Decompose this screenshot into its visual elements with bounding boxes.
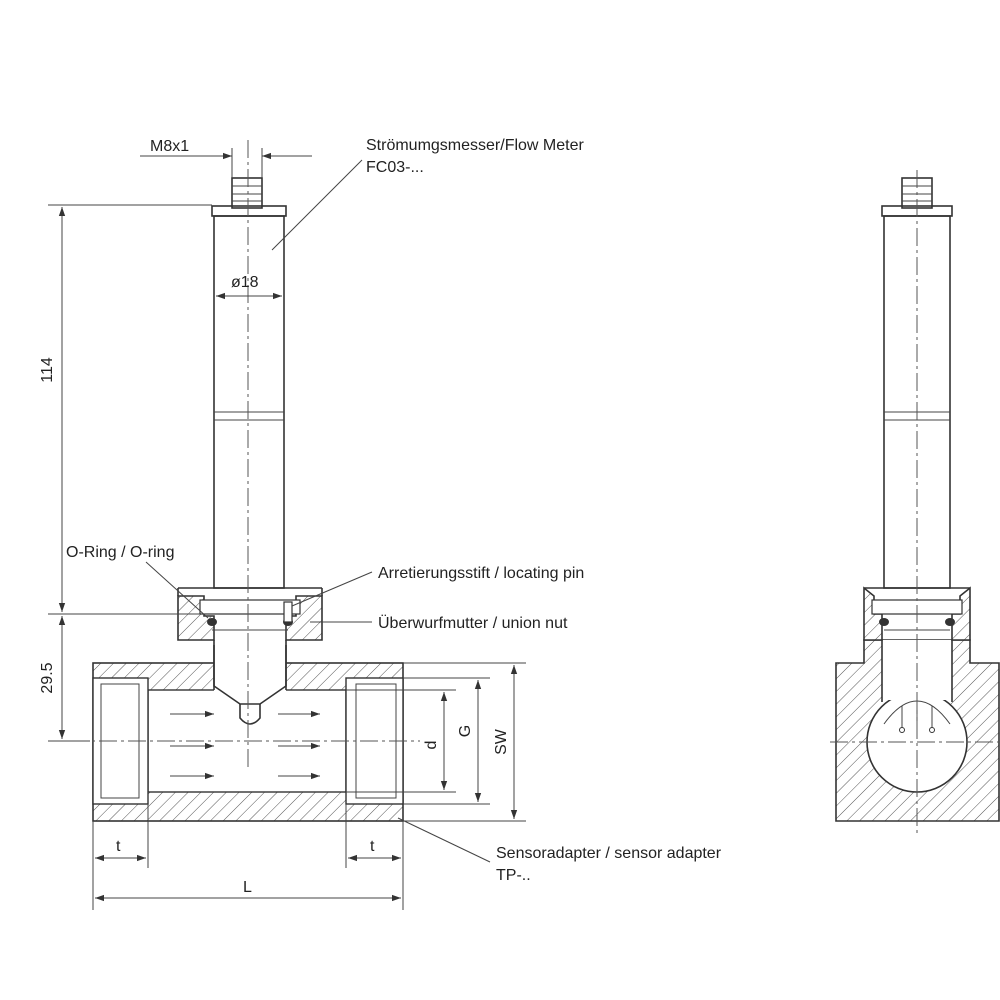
o-ring-left [207,618,217,626]
label-union-nut-text: Überwurfmutter / union nut [378,614,568,632]
dim-diameter: ø18 [216,274,282,300]
dim-sw: SW [403,662,526,822]
flow-arrows [170,710,320,780]
dim-sw-label: SW [493,728,510,755]
dim-length-total: 114 [39,204,212,615]
dim-l: L [95,879,401,902]
dim-l-label: L [243,879,252,896]
locating-pin [283,601,293,623]
dim-thread-label: M8x1 [150,138,189,155]
dim-g-label: G [457,725,474,737]
dim-d: d [346,689,456,793]
label-o-ring-text: O-Ring / O-ring [66,544,174,561]
label-o-ring: O-Ring / O-ring [66,544,209,619]
dim-t-right-label: t [370,838,375,855]
label-locating-pin: Arretierungsstift / locating pin [291,565,584,607]
label-flow-meter-line1: Strömumgsmesser/Flow Meter [366,137,584,154]
label-union-nut: Überwurfmutter / union nut [310,614,568,632]
label-sensor-adapter-line2: TP-.. [496,867,531,884]
dim-t-left-label: t [116,838,121,855]
dim-height-lower-label: 29.5 [39,662,56,693]
label-sensor-adapter-line1: Sensoradapter / sensor adapter [496,845,722,862]
dim-g: G [403,677,490,805]
flow-meter-sensor [211,177,287,725]
dim-thread: M8x1 [140,138,312,178]
sensor-probe [239,704,261,725]
dim-t-right: t [345,804,404,910]
m8-connector [231,177,263,209]
dim-height-lower: 29.5 [39,616,90,742]
dim-d-label: d [423,741,440,750]
label-flow-meter-line2: FC03-... [366,159,424,176]
dim-t-left: t [92,804,149,910]
union-nut-left [177,595,215,641]
sensor-shaft [213,215,285,589]
label-locating-pin-text: Arretierungsstift / locating pin [378,565,584,582]
dim-length-total-label: 114 [39,357,56,383]
sensor-tip [213,640,287,705]
front-view: M8x1 ø18 114 29.5 d [39,137,722,910]
dim-diameter-label: ø18 [231,274,259,291]
label-flow-meter: Strömumgsmesser/Flow Meter FC03-... [271,137,584,251]
side-view [830,170,1000,835]
label-sensor-adapter: Sensoradapter / sensor adapter TP-.. [397,817,722,884]
